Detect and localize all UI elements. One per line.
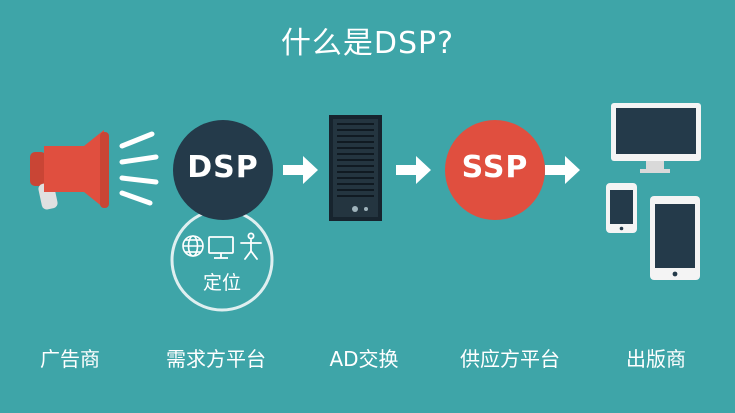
tablet-icon xyxy=(650,196,700,280)
label-supply-side-platform: 供应方平台 xyxy=(460,347,560,371)
monitor-icon xyxy=(208,236,234,259)
dsp-circle xyxy=(173,120,273,220)
dsp-label: DSP xyxy=(187,150,259,185)
globe-icon xyxy=(182,235,204,257)
page-title: 什么是DSP? xyxy=(280,26,455,61)
phone-icon xyxy=(606,183,637,233)
arrow-3 xyxy=(545,156,580,184)
desktop-monitor-icon xyxy=(611,103,701,173)
label-ad-exchange: AD交换 xyxy=(329,347,399,371)
label-advertiser: 广告商 xyxy=(40,347,100,371)
label-publisher: 出版商 xyxy=(626,347,686,371)
label-demand-side-platform: 需求方平台 xyxy=(166,347,266,371)
ssp-label: SSP xyxy=(461,150,529,185)
targeting-circle xyxy=(170,208,274,312)
person-icon xyxy=(240,232,262,260)
megaphone-icon xyxy=(30,130,159,210)
targeting-label: 定位 xyxy=(202,272,241,294)
server-icon xyxy=(329,115,382,221)
arrow-2 xyxy=(396,156,431,184)
ssp-circle xyxy=(445,120,545,220)
arrow-1 xyxy=(283,156,318,184)
